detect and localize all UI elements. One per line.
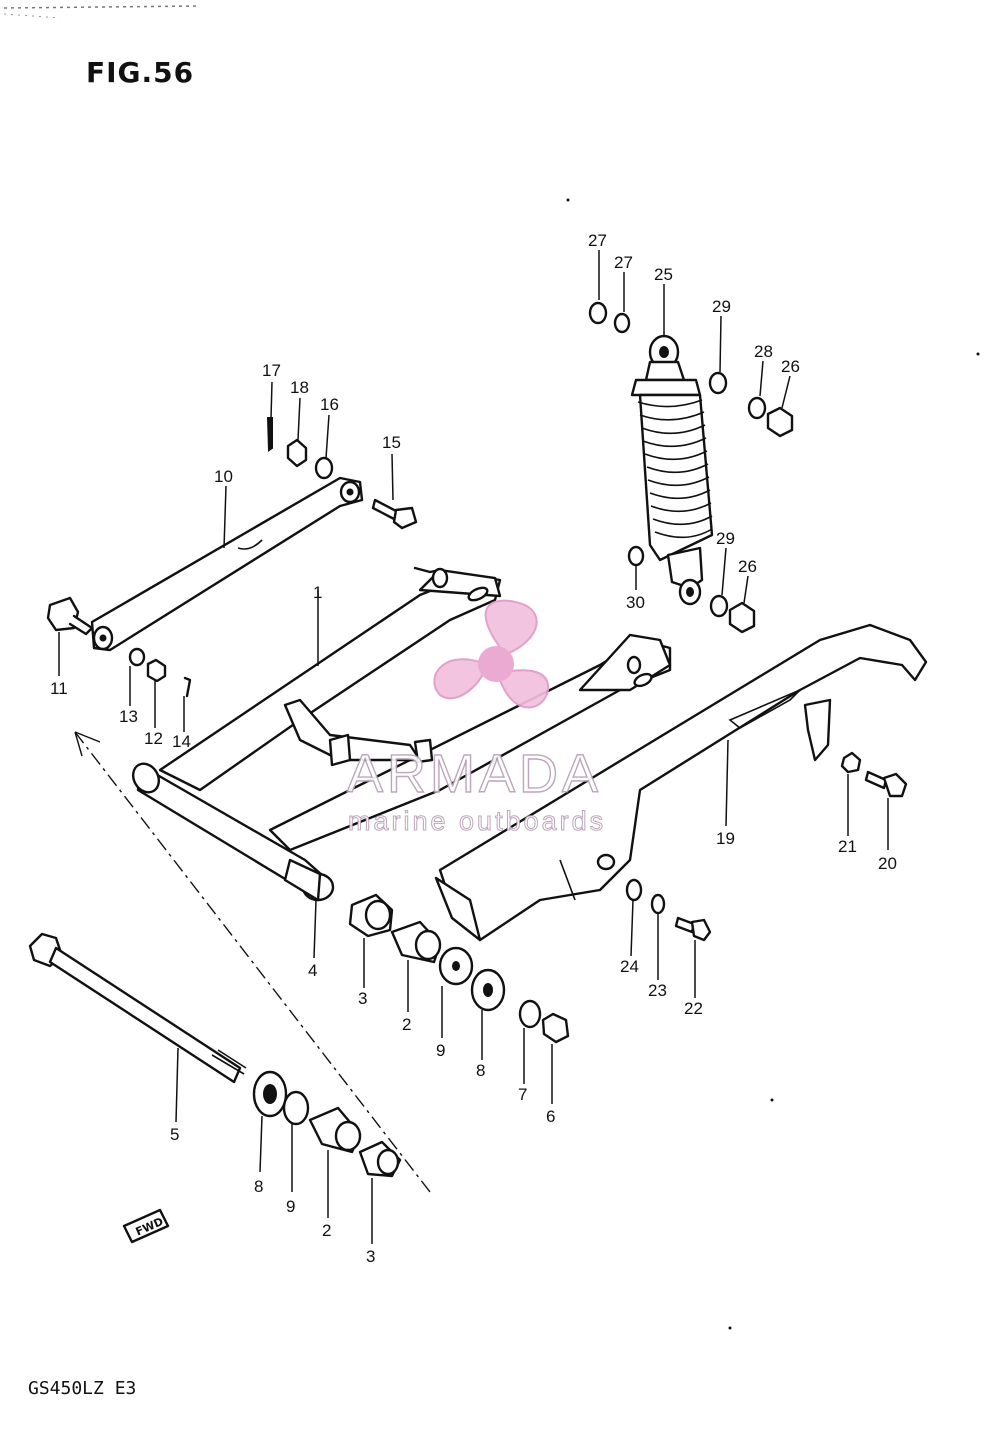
part-label-29b: 29 xyxy=(716,529,735,548)
part-label-7: 7 xyxy=(518,1085,527,1104)
washer-27a xyxy=(588,301,608,325)
washer-29a xyxy=(708,371,728,395)
chain-case xyxy=(434,623,928,942)
nut-18 xyxy=(286,438,308,468)
bolt-20 xyxy=(864,770,908,798)
part-label-6: 6 xyxy=(546,1107,555,1126)
part-label-11: 11 xyxy=(50,679,68,698)
torque-link xyxy=(90,476,364,652)
pivot-axis-line xyxy=(74,731,431,1193)
bushing-3b xyxy=(358,1140,402,1178)
washer-27b xyxy=(613,312,631,334)
part-labels: 27 27 25 29 28 26 17 18 16 15 10 29 26 3… xyxy=(50,231,897,1266)
front-direction-mark: FWD xyxy=(122,1208,170,1244)
part-label-15: 15 xyxy=(382,433,401,452)
part-label-1: 1 xyxy=(313,583,322,602)
part-label-25: 25 xyxy=(654,265,673,284)
part-label-8b: 8 xyxy=(254,1177,263,1196)
pivot-axis-arrow xyxy=(74,731,101,757)
part-label-28: 28 xyxy=(754,342,773,361)
washer-23 xyxy=(650,893,666,915)
washer-7 xyxy=(518,999,542,1029)
part-label-26a: 26 xyxy=(781,357,800,376)
washer-13 xyxy=(128,647,146,667)
part-label-20: 20 xyxy=(878,854,897,873)
washer-16 xyxy=(314,456,334,480)
part-label-17: 17 xyxy=(262,361,281,380)
washer-21 xyxy=(840,751,862,774)
part-label-30: 30 xyxy=(626,593,645,612)
part-label-23: 23 xyxy=(648,981,667,1000)
washer-24 xyxy=(625,878,643,902)
figure-title: FIG.56 xyxy=(86,56,195,89)
washer-29b xyxy=(709,594,729,618)
part-label-8a: 8 xyxy=(476,1061,485,1080)
part-label-21: 21 xyxy=(838,837,857,856)
cotter-pin-17 xyxy=(266,417,273,452)
bolt-11 xyxy=(46,596,94,636)
part-label-24: 24 xyxy=(620,957,639,976)
spacer-2b xyxy=(308,1106,362,1154)
nut-12 xyxy=(146,658,167,683)
leader-lines xyxy=(58,250,889,1244)
part-label-13: 13 xyxy=(119,707,138,726)
watermark-subtitle: marine outboards xyxy=(348,806,606,836)
part-label-3b: 3 xyxy=(366,1247,375,1266)
nut-6 xyxy=(541,1012,570,1044)
shock-absorber xyxy=(630,334,714,606)
part-label-27a: 27 xyxy=(588,231,607,250)
part-label-16: 16 xyxy=(320,395,339,414)
part-label-19: 19 xyxy=(716,829,735,848)
watermark-logo: ARMADA marine outboards xyxy=(346,599,606,837)
washer-28 xyxy=(747,396,767,420)
part-label-27b: 27 xyxy=(614,253,633,272)
part-label-29a: 29 xyxy=(712,297,731,316)
part-label-9a: 9 xyxy=(436,1041,445,1060)
washer-30 xyxy=(627,545,645,567)
part-label-12: 12 xyxy=(144,729,163,748)
spacer-2a xyxy=(390,920,442,964)
bushing-3a xyxy=(348,893,394,938)
bolt-22 xyxy=(674,916,712,942)
swing-arm xyxy=(131,566,672,902)
part-label-9b: 9 xyxy=(286,1197,295,1216)
propeller-icon xyxy=(433,599,550,709)
part-label-3a: 3 xyxy=(358,989,367,1008)
washer-8b xyxy=(252,1070,288,1118)
cotter-pin-14 xyxy=(183,676,192,698)
part-label-5: 5 xyxy=(170,1125,179,1144)
part-label-2a: 2 xyxy=(402,1015,411,1034)
part-label-22: 22 xyxy=(684,999,703,1018)
part-label-18: 18 xyxy=(290,378,309,397)
part-label-4: 4 xyxy=(308,961,317,980)
bolt-15 xyxy=(371,498,418,530)
washer-9b xyxy=(282,1090,310,1126)
pivot-bolt xyxy=(28,932,247,1084)
cap-nut-26b xyxy=(728,601,756,634)
watermark-title: ARMADA xyxy=(347,744,602,804)
part-label-2b: 2 xyxy=(322,1221,331,1240)
scan-noise xyxy=(3,5,980,1330)
cap-nut-26a xyxy=(766,406,794,438)
part-label-10: 10 xyxy=(214,467,233,486)
model-code: GS450LZ E3 xyxy=(28,1378,137,1399)
part-label-14: 14 xyxy=(172,732,191,751)
part-label-26b: 26 xyxy=(738,557,757,576)
